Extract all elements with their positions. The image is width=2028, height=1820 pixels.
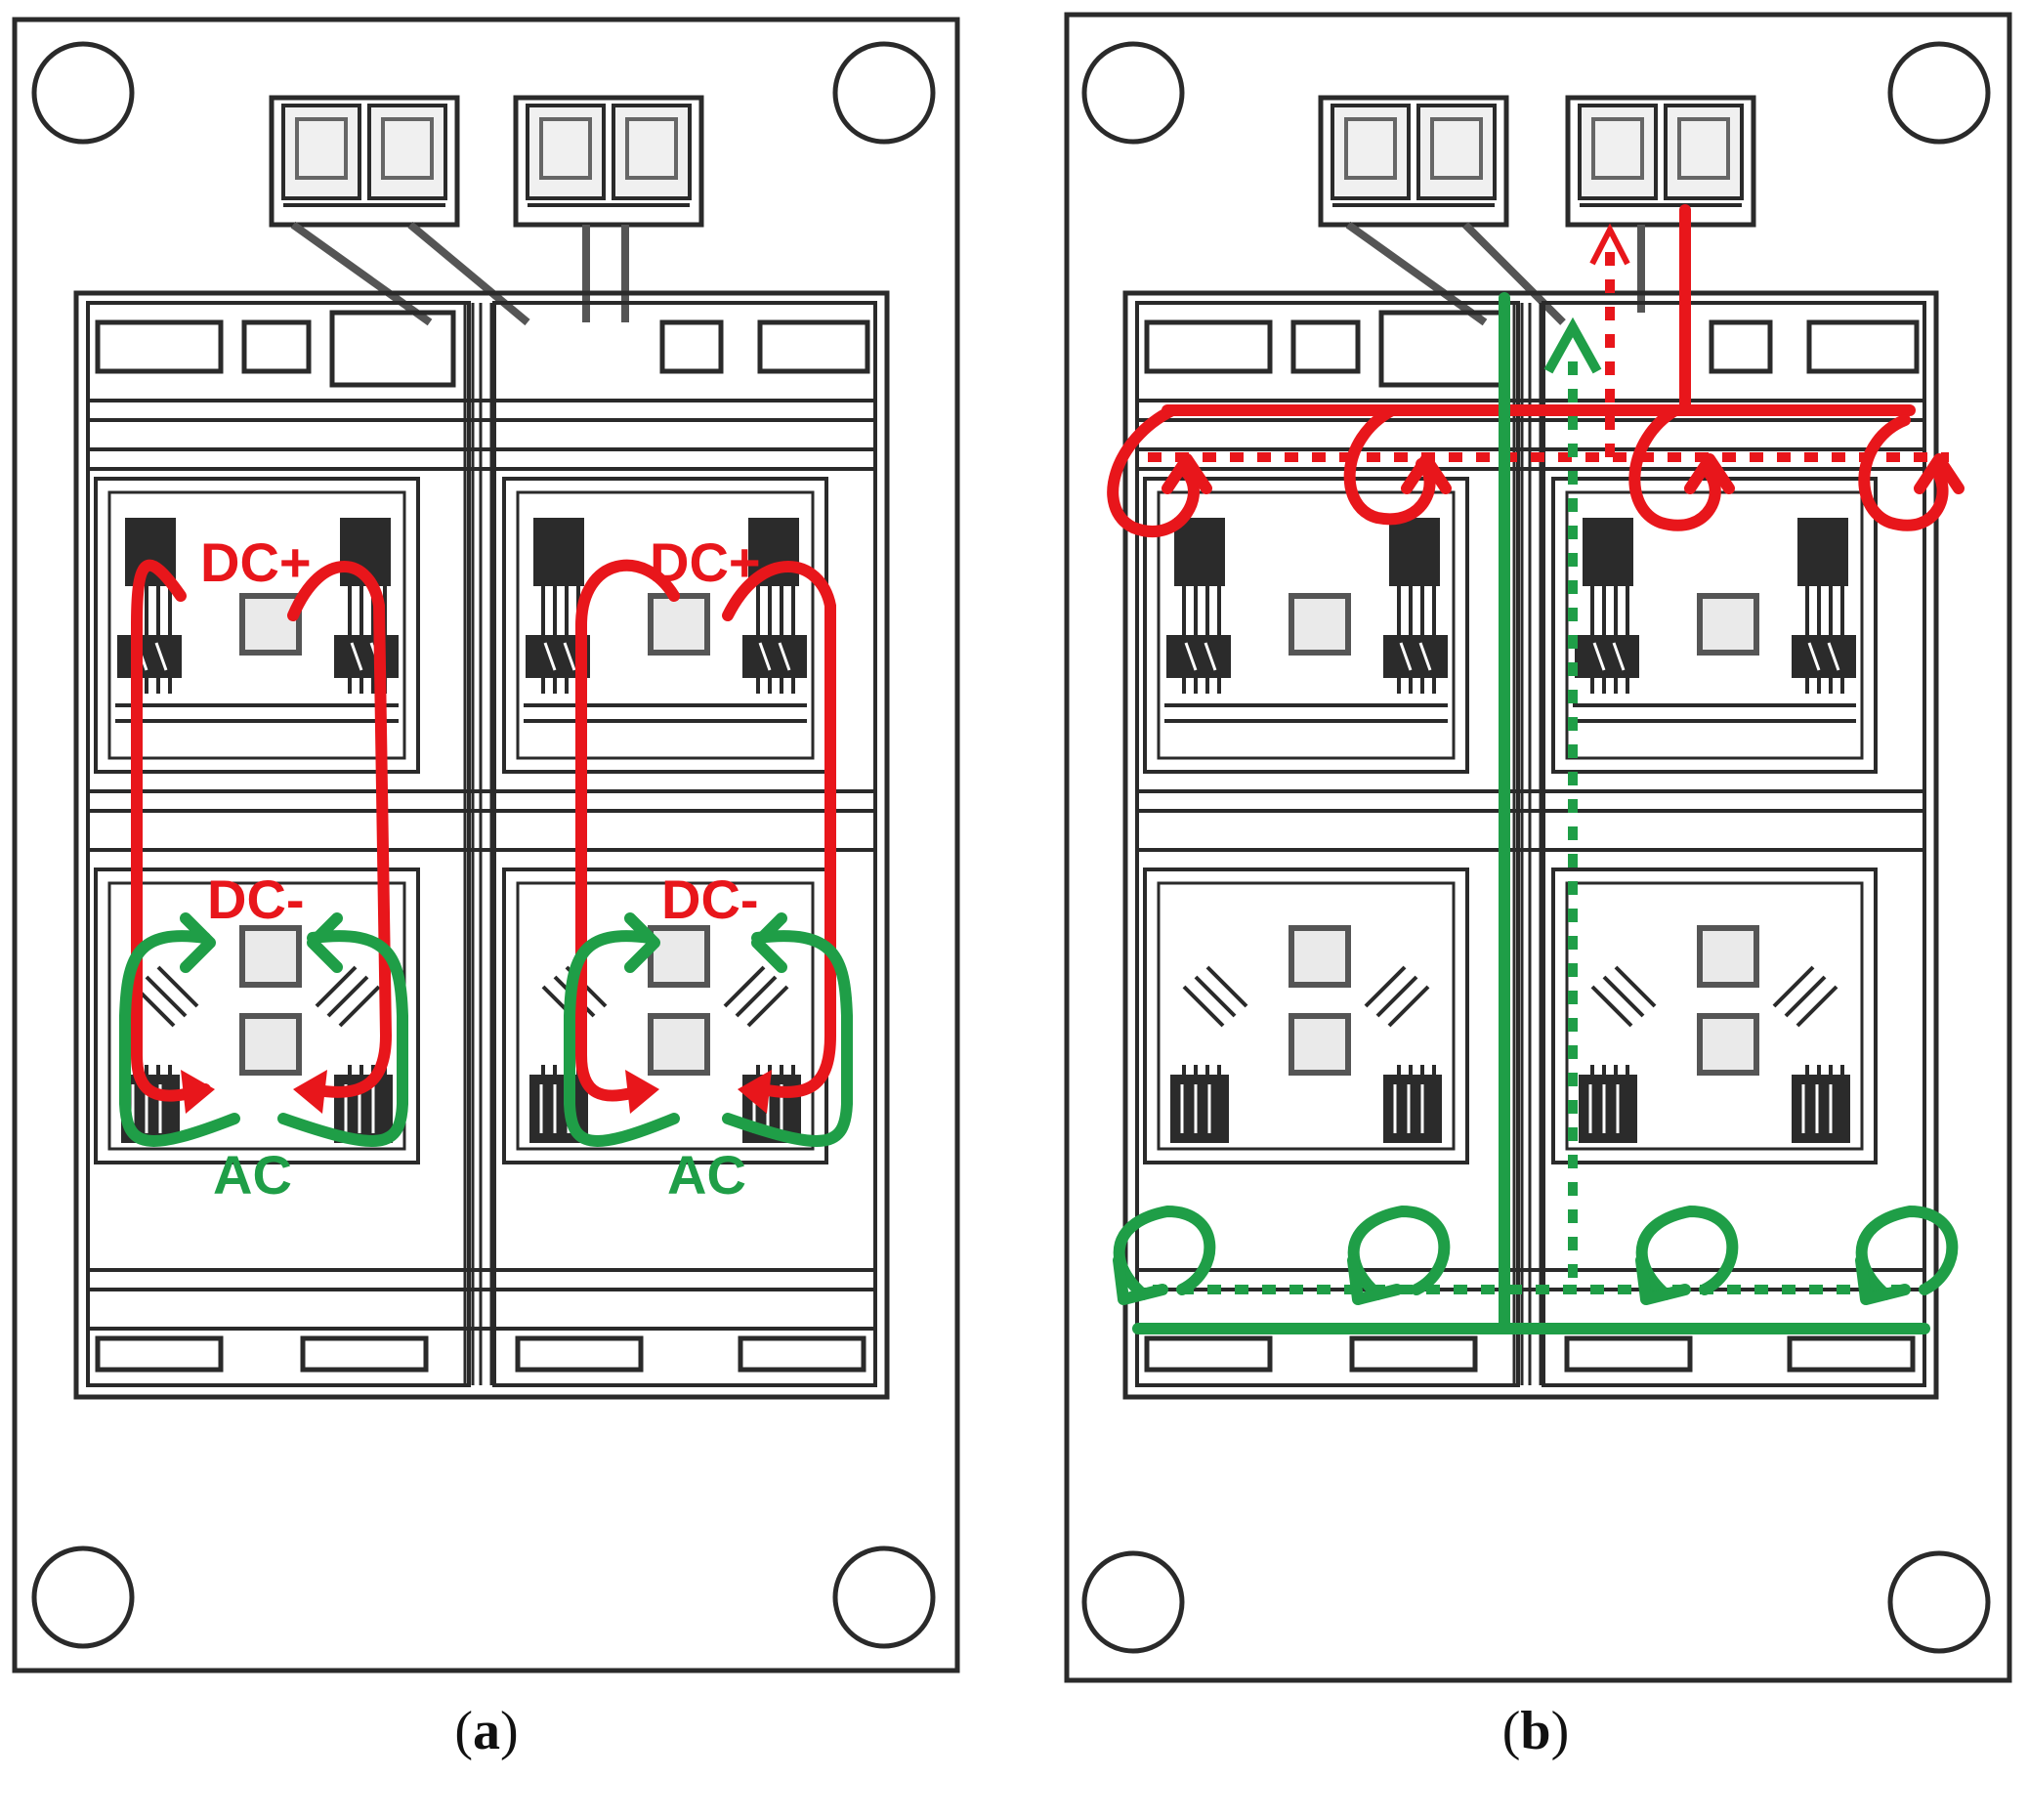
ac-swirl — [1635, 1254, 1691, 1305]
dc-swirl — [1107, 404, 1200, 537]
dc-arrowhead — [738, 1070, 772, 1114]
ac-loop-right — [564, 930, 680, 1147]
dc-plus-label: DC+ — [650, 531, 761, 593]
dc-minus-label: DC- — [207, 868, 305, 930]
dc-arrowhead — [625, 1070, 659, 1114]
ac-label: AC — [667, 1144, 746, 1206]
dc-swirl — [1162, 453, 1212, 494]
dc-arrowhead — [293, 1070, 327, 1114]
dc-loop-right — [722, 561, 836, 1098]
panel-caption-b: (b) — [1389, 1700, 1682, 1762]
dc-loop-left — [287, 561, 393, 1098]
dc-loop-left — [131, 559, 211, 1102]
dc-plus-label: DC+ — [200, 531, 312, 593]
mounting-hole — [1081, 41, 1185, 145]
dc-minus-label: DC- — [661, 868, 759, 930]
mounting-hole — [1887, 41, 1991, 145]
caption-letter: a — [473, 1701, 500, 1761]
ac-label: AC — [213, 1144, 292, 1206]
dc-swirl — [1343, 404, 1436, 526]
dc-swirl — [1628, 404, 1721, 531]
ac-arrowhead — [180, 912, 216, 973]
dc-swirl — [1684, 453, 1735, 494]
caption-paren: ) — [500, 1701, 519, 1761]
caption-letter: b — [1520, 1701, 1551, 1761]
baseplate-b — [1064, 12, 2012, 1683]
dc-swirl — [1401, 453, 1452, 494]
baseplate-a — [12, 17, 960, 1673]
dc-swirl — [1914, 453, 1965, 494]
dc-swirl — [1858, 414, 1949, 531]
ac-arrowhead — [751, 912, 787, 973]
ac-swirl — [1855, 1254, 1911, 1305]
panel-b — [1064, 12, 2012, 1683]
caption-paren: ( — [1501, 1701, 1521, 1761]
dc-arrowhead — [181, 1070, 215, 1114]
dc-loop-right — [575, 559, 680, 1102]
ac-loop-left — [119, 930, 240, 1147]
mounting-hole — [1081, 1550, 1185, 1654]
ac-loop-right — [722, 930, 853, 1147]
ac-arrowhead — [307, 912, 343, 973]
mounting-hole — [832, 1545, 936, 1649]
caption-paren: ( — [454, 1701, 473, 1761]
caption-paren: ) — [1550, 1701, 1570, 1761]
panel-a: DC+ DC+ DC- DC- AC AC — [12, 17, 960, 1673]
mounting-hole — [832, 41, 936, 145]
ac-swirl — [1113, 1254, 1168, 1305]
ac-arrowhead — [624, 912, 660, 973]
mounting-hole — [31, 41, 135, 145]
mounting-hole — [31, 1545, 135, 1649]
mounting-hole — [1887, 1550, 1991, 1654]
panel-caption-a: (a) — [340, 1700, 633, 1762]
ac-loop-left — [277, 930, 408, 1147]
ac-swirl — [1347, 1254, 1403, 1305]
